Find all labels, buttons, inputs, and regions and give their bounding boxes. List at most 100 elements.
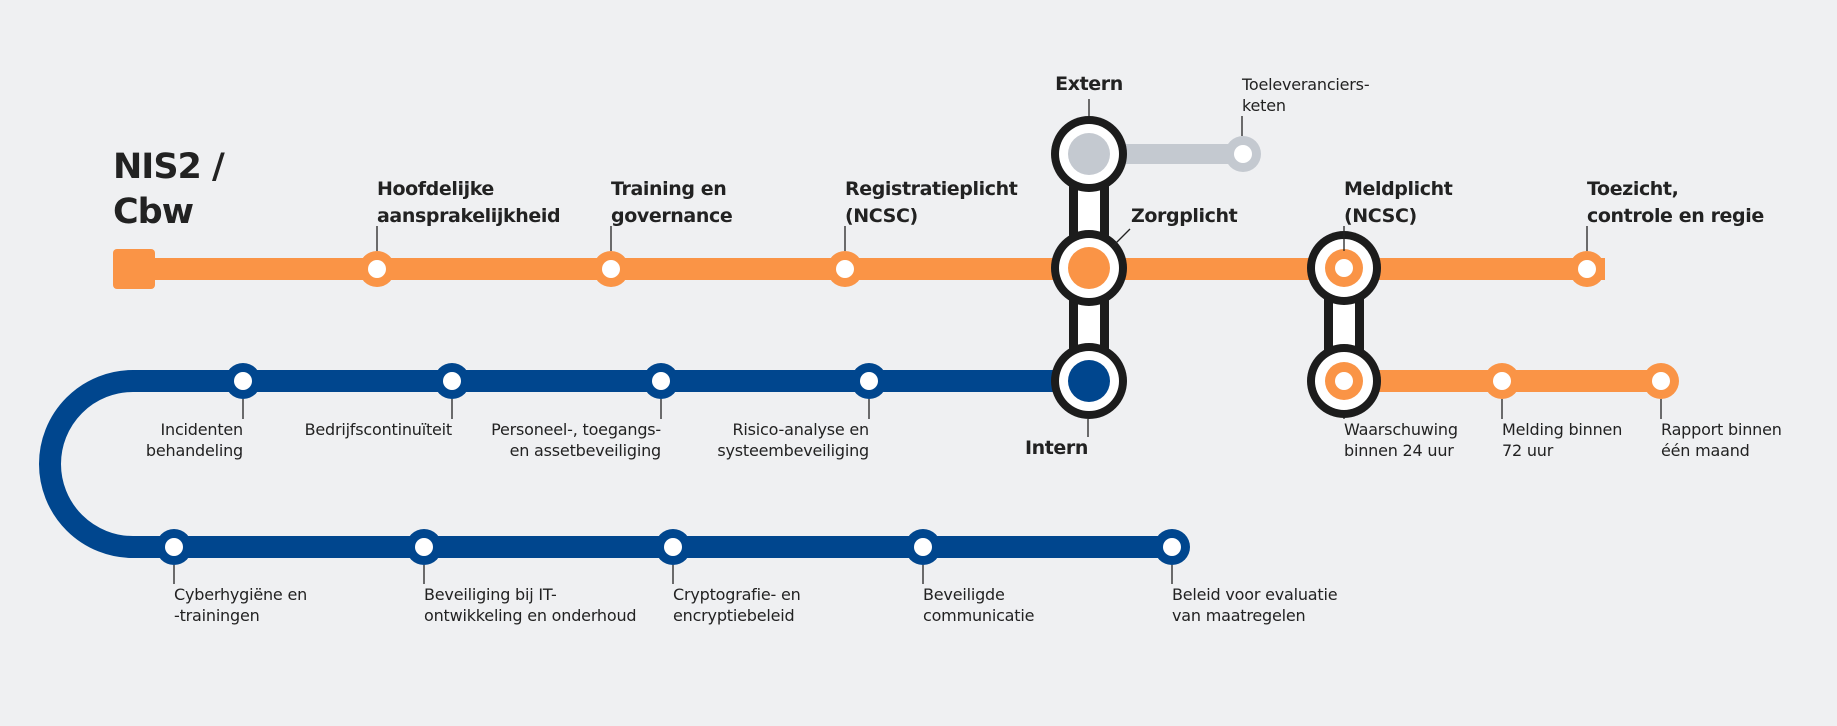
label-blue-row1-0-line-1: Incidenten <box>160 420 243 439</box>
label-meldplicht: Meldplicht (NCSC) <box>1344 178 1453 227</box>
label-meldplicht-line-2: (NCSC) <box>1344 205 1417 227</box>
label-report-0-line-2: binnen 24 uur <box>1344 441 1454 460</box>
station-center <box>836 260 854 278</box>
station-center <box>664 538 682 556</box>
label-hoofdelijke-aansprakelijkheid-line-2: aansprakelijkheid <box>377 205 560 227</box>
label-blue-row2-3: Beveiligde communicatie <box>923 585 1034 625</box>
label-blue-row2-2-line-2: encryptiebeleid <box>673 606 794 625</box>
station-blue-row2-0 <box>156 529 192 565</box>
label-report-0: Waarschuwing binnen 24 uur <box>1344 420 1458 460</box>
label-training-governance-line-1: Training en <box>611 178 726 200</box>
label-blue-row1-3-line-1: Risico-analyse en <box>732 420 869 439</box>
label-toezicht: Toezicht, controle en regie <box>1587 178 1764 227</box>
station-center <box>415 538 433 556</box>
hub-zorgplicht-capsule <box>1051 116 1127 419</box>
station-center <box>914 538 932 556</box>
label-zorgplicht-line-1: Zorgplicht <box>1131 205 1238 227</box>
station-center <box>443 372 461 390</box>
hub-extern-dot <box>1068 133 1110 175</box>
label-report-1-line-2: 72 uur <box>1502 441 1554 460</box>
title-line-2: Cbw <box>113 192 194 232</box>
blue-measures-line <box>39 370 1172 558</box>
station-center <box>1493 372 1511 390</box>
label-toezicht-line-1: Toezicht, <box>1587 178 1678 200</box>
label-zorgplicht: Zorgplicht <box>1131 205 1238 227</box>
station-center <box>165 538 183 556</box>
label-blue-row1-0: Incidenten behandeling <box>146 420 243 460</box>
station-report-2 <box>1643 363 1679 399</box>
label-blue-row2-3-line-1: Beveiligde <box>923 585 1005 604</box>
line-start-terminal <box>113 249 155 289</box>
metro-stations <box>156 116 1679 565</box>
title-line-1: NIS2 / <box>113 147 225 187</box>
station-blue-row1-0 <box>225 363 261 399</box>
station-center <box>234 372 252 390</box>
label-intern-line-1: Intern <box>1025 437 1088 459</box>
label-blue-row2-4: Beleid voor evaluatie van maatregelen <box>1172 585 1337 625</box>
label-blue-row2-0: Cyberhygiëne en -trainingen <box>174 585 307 625</box>
station-toezicht <box>1569 251 1605 287</box>
station-blue-row2-4 <box>1154 529 1190 565</box>
label-blue-row1-0-line-2: behandeling <box>146 441 243 460</box>
label-blue-row2-1: Beveiliging bij IT-ontwikkeling en onder… <box>424 585 636 625</box>
label-blue-row2-0-line-1: Cyberhygiëne en <box>174 585 307 604</box>
station-center <box>1578 260 1596 278</box>
label-hoofdelijke-aansprakelijkheid-line-1: Hoofdelijke <box>377 178 494 200</box>
label-report-2-line-2: één maand <box>1661 441 1750 460</box>
station-report-1 <box>1484 363 1520 399</box>
label-blue-row2-1-line-1: Beveiliging bij IT- <box>424 585 557 604</box>
label-intern: Intern <box>1025 437 1088 459</box>
leader-zorgplicht <box>1111 228 1131 248</box>
station-registratieplicht <box>827 251 863 287</box>
label-blue-row2-0-line-2: -trainingen <box>174 606 260 625</box>
label-report-1-line-1: Melding binnen <box>1502 420 1622 439</box>
station-blue-row2-2 <box>655 529 691 565</box>
label-blue-row2-2-line-1: Cryptografie- en <box>673 585 801 604</box>
label-blue-row2-1-line-2: ontwikkeling en onderhoud <box>424 606 636 625</box>
label-meldplicht-line-1: Meldplicht <box>1344 178 1453 200</box>
station-blue-row2-1 <box>406 529 442 565</box>
label-report-2-line-1: Rapport binnen <box>1661 420 1782 439</box>
label-extern-line-1: Extern <box>1055 73 1123 95</box>
meldplicht-node-center-1 <box>1335 372 1353 390</box>
station-center <box>1234 145 1252 163</box>
label-blue-row1-3-line-2: systeembeveiliging <box>717 441 869 460</box>
station-center <box>602 260 620 278</box>
label-registratieplicht: Registratieplicht(NCSC) <box>845 178 1018 227</box>
meldplicht-capsule <box>1307 231 1381 418</box>
meldplicht-node-center-0 <box>1335 259 1353 277</box>
label-blue-row1-3: Risico-analyse en systeembeveiliging <box>717 420 869 460</box>
label-training-governance-line-2: governance <box>611 205 732 227</box>
label-blue-row2-4-line-1: Beleid voor evaluatie <box>1172 585 1337 604</box>
label-blue-row1-1: Bedrijfscontinuïteit <box>305 420 452 439</box>
station-center <box>1652 372 1670 390</box>
label-blue-row1-2-line-2: en assetbeveiliging <box>510 441 661 460</box>
station-center <box>860 372 878 390</box>
label-report-0-line-1: Waarschuwing <box>1344 420 1458 439</box>
label-blue-row2-4-line-2: van maatregelen <box>1172 606 1305 625</box>
label-report-1: Melding binnen 72 uur <box>1502 420 1622 460</box>
label-blue-row1-1-line-1: Bedrijfscontinuïteit <box>305 420 452 439</box>
station-training-governance <box>593 251 629 287</box>
label-toeleveranciersketen: Toeleveranciers-keten <box>1241 75 1369 115</box>
label-extern: Extern <box>1055 73 1123 95</box>
station-toeleveranciersketen <box>1225 136 1261 172</box>
station-center <box>368 260 386 278</box>
label-blue-row2-2: Cryptografie- en encryptiebeleid <box>673 585 801 625</box>
label-blue-row1-2-line-1: Personeel-, toegangs- <box>491 420 661 439</box>
station-hoofdelijke-aansprakelijkheid <box>359 251 395 287</box>
station-labels: Hoofdelijke aansprakelijkheid Training en g… <box>146 73 1782 625</box>
label-training-governance: Training en governance <box>611 178 732 227</box>
label-report-2: Rapport binnen één maand <box>1661 420 1782 460</box>
hub-zorgplicht-dot <box>1068 247 1110 289</box>
station-blue-row1-1 <box>434 363 470 399</box>
station-center <box>652 372 670 390</box>
station-blue-row1-3 <box>851 363 887 399</box>
label-hoofdelijke-aansprakelijkheid: Hoofdelijke aansprakelijkheid <box>377 178 560 227</box>
label-registratieplicht-line-2: (NCSC) <box>845 205 918 227</box>
label-toezicht-line-2: controle en regie <box>1587 205 1764 227</box>
label-toeleveranciersketen-line-2: keten <box>1242 96 1286 115</box>
label-blue-row1-2: Personeel-, toegangs-en assetbeveiliging <box>491 420 661 460</box>
label-blue-row2-3-line-2: communicatie <box>923 606 1034 625</box>
